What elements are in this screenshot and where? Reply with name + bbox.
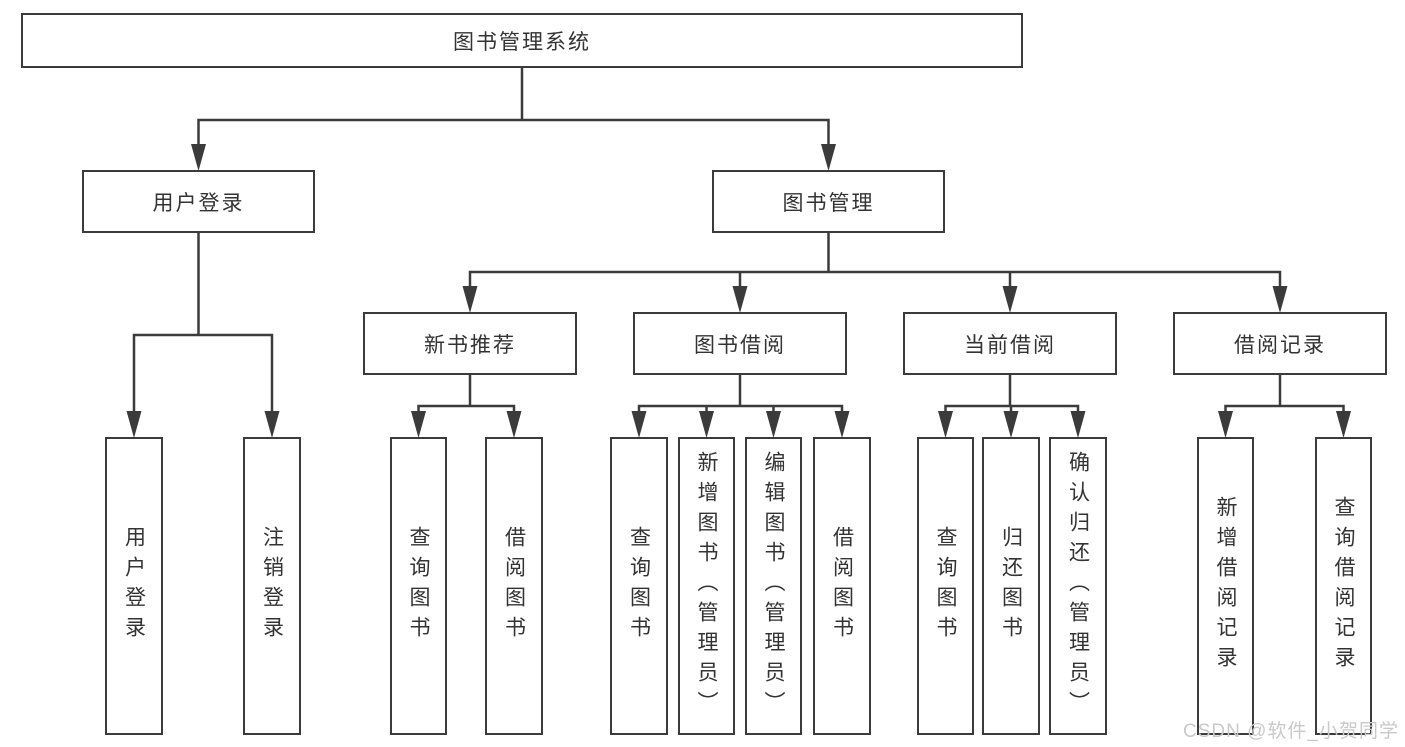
node-leaf-user-login: 用户登录 <box>105 437 163 735</box>
connector-book-mgmt-to-level3 <box>468 233 1282 289</box>
node-new-book-recommend: 新书推荐 <box>363 312 577 375</box>
arrowhead-icon <box>732 286 748 313</box>
node-label-new-book-recommend: 新书推荐 <box>424 333 516 357</box>
arrowhead-icon <box>264 411 280 438</box>
node-leaf-query-borrow-record: 查询借阅记录 <box>1315 437 1372 735</box>
node-label-leaf-borrow-books-borrow: 借阅图书 <box>830 526 854 646</box>
node-label-leaf-query-books-current: 查询图书 <box>934 526 957 646</box>
node-leaf-edit-book-admin: 编辑图书（管理员） <box>745 437 802 735</box>
node-label-leaf-logout: 注销登录 <box>260 526 284 646</box>
arrowhead-icon <box>411 411 426 438</box>
node-label-current-borrowing: 当前借阅 <box>964 333 1056 357</box>
node-label-leaf-query-books-borrow: 查询图书 <box>627 526 651 646</box>
node-label-leaf-user-login: 用户登录 <box>122 526 146 646</box>
node-current-borrowing: 当前借阅 <box>903 312 1117 375</box>
node-label-leaf-query-borrow-record: 查询借阅记录 <box>1332 496 1355 676</box>
arrowhead-icon <box>631 411 647 438</box>
node-label-system-root: 图书管理系统 <box>453 30 591 54</box>
arrowhead-icon <box>1002 286 1018 313</box>
node-label-book-borrowing: 图书借阅 <box>694 333 786 357</box>
node-leaf-confirm-return-admin: 确认归还（管理员） <box>1049 437 1107 735</box>
arrowhead-icon <box>126 411 142 438</box>
arrowhead-icon <box>1003 411 1019 438</box>
arrowhead-icon <box>766 411 781 438</box>
node-leaf-borrow-books-borrow: 借阅图书 <box>813 437 871 735</box>
node-label-leaf-add-borrow-record: 新增借阅记录 <box>1214 496 1237 676</box>
arrowhead-icon <box>821 144 836 171</box>
node-label-book-management: 图书管理 <box>782 191 875 215</box>
arrowhead-icon <box>938 411 953 438</box>
node-borrowing-records: 借阅记录 <box>1173 312 1387 375</box>
arrowhead-icon <box>1218 411 1233 438</box>
node-leaf-query-books-rec: 查询图书 <box>390 437 447 735</box>
arrowhead-icon <box>1336 411 1351 438</box>
node-leaf-add-book-admin: 新增图书（管理员） <box>678 437 735 735</box>
arrowhead-icon <box>834 411 850 438</box>
node-label-leaf-edit-book-admin: 编辑图书（管理员） <box>762 451 785 721</box>
connector-current-borrow-fan <box>944 375 1080 414</box>
node-leaf-logout: 注销登录 <box>243 437 301 735</box>
node-book-borrowing: 图书借阅 <box>633 312 847 375</box>
node-leaf-borrow-books-rec: 借阅图书 <box>485 437 543 735</box>
node-label-leaf-return-book: 归还图书 <box>999 526 1023 646</box>
connector-user-login-fan <box>132 233 274 414</box>
arrowhead-icon <box>1070 411 1086 438</box>
connector-new-book-rec-fan <box>417 375 516 414</box>
node-label-leaf-borrow-books-rec: 借阅图书 <box>502 526 526 646</box>
arrowhead-icon <box>1272 286 1288 313</box>
node-label-leaf-query-books-rec: 查询图书 <box>407 526 430 646</box>
connector-borrow-records-fan <box>1224 375 1345 414</box>
node-label-leaf-confirm-return-admin: 确认归还（管理员） <box>1066 451 1090 721</box>
connector-book-borrow-fan <box>637 375 844 414</box>
arrowhead-icon <box>191 144 206 171</box>
arrowhead-icon <box>506 411 522 438</box>
node-leaf-query-books-borrow: 查询图书 <box>610 437 668 735</box>
node-label-leaf-add-book-admin: 新增图书（管理员） <box>695 451 718 721</box>
connector-root-to-level2 <box>197 68 830 147</box>
node-user-login: 用户登录 <box>82 170 315 233</box>
arrowhead-icon <box>699 411 714 438</box>
arrowhead-icon <box>462 286 478 313</box>
node-leaf-add-borrow-record: 新增借阅记录 <box>1197 437 1254 735</box>
node-book-management: 图书管理 <box>712 170 945 233</box>
node-label-borrowing-records: 借阅记录 <box>1234 333 1326 357</box>
node-system-root: 图书管理系统 <box>21 13 1023 68</box>
node-leaf-query-books-current: 查询图书 <box>917 437 974 735</box>
watermark-text: CSDN @软件_小贺同学 <box>1183 721 1399 742</box>
node-label-user-login: 用户登录 <box>152 191 245 215</box>
node-leaf-return-book: 归还图书 <box>982 437 1040 735</box>
